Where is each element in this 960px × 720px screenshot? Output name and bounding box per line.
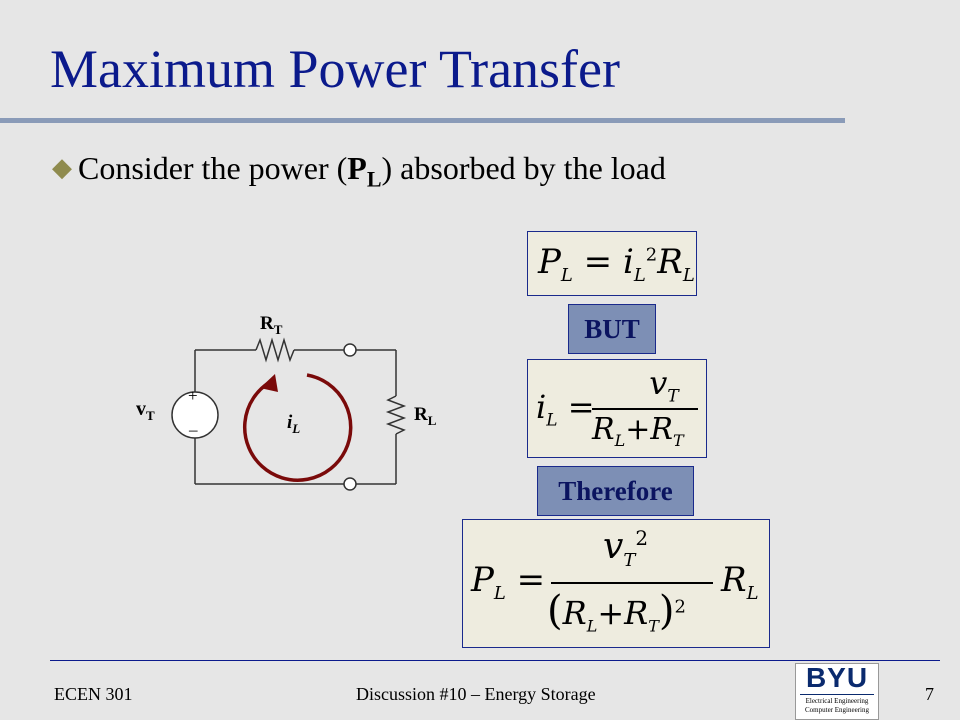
- source-minus: –: [189, 420, 198, 439]
- current-loop-arrow: [242, 373, 353, 482]
- but-label: BUT: [568, 304, 656, 354]
- rt-label: RT: [260, 313, 283, 337]
- equation-power-box: PL = iL2RL: [527, 231, 697, 296]
- diamond-bullet-icon: ◆: [52, 153, 72, 182]
- bottom-terminal: [343, 477, 357, 491]
- title-underline: [0, 118, 845, 123]
- bullet-text-after: ) absorbed by the load: [381, 150, 666, 186]
- therefore-label: Therefore: [537, 466, 694, 516]
- top-terminal: [343, 343, 357, 357]
- footer-rule: [50, 660, 940, 661]
- rt-resistor: [255, 337, 295, 363]
- equation-result-box: PL = vT2 (RL+RT)2 RL: [462, 519, 770, 648]
- bullet-point: ◆Consider the power (PL) absorbed by the…: [52, 150, 666, 192]
- bullet-text-before: Consider the power (: [78, 150, 348, 186]
- circuit-diagram: [171, 337, 407, 491]
- slide-title: Maximum Power Transfer: [50, 39, 620, 99]
- current-arrowhead: [260, 374, 278, 392]
- footer-topic: Discussion #10 – Energy Storage: [356, 684, 596, 704]
- vt-label: vT: [136, 398, 155, 423]
- rl-resistor: [385, 395, 407, 435]
- bullet-bold-symbol: PL: [347, 150, 382, 192]
- source-plus: +: [188, 386, 198, 405]
- footer-course: ECEN 301: [54, 684, 133, 704]
- rl-label: RL: [414, 404, 437, 428]
- byu-logo: BYU Electrical Engineering Computer Engi…: [795, 662, 879, 720]
- equation-current-box: iL = vT RL+RT: [527, 359, 707, 458]
- footer-page-number: 7: [925, 684, 934, 704]
- il-label: iL: [287, 412, 301, 436]
